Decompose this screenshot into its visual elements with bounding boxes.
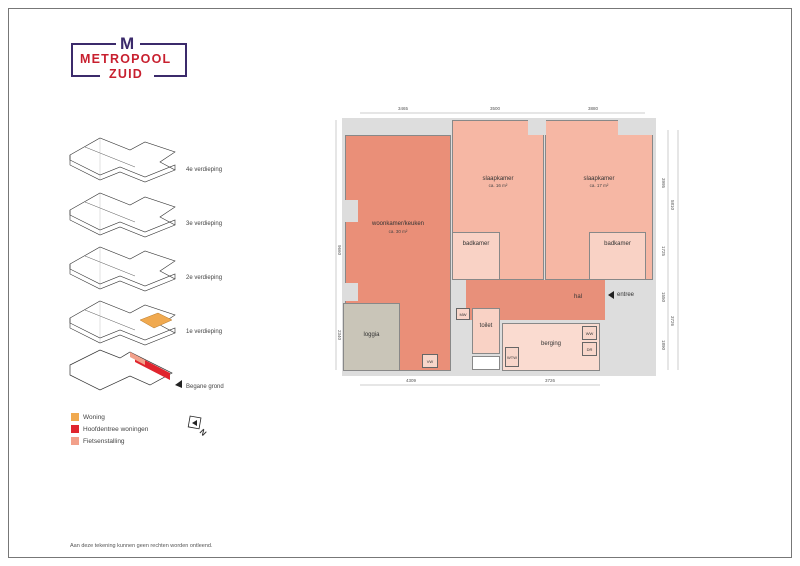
dimension-label: 3880 (588, 106, 599, 111)
disclaimer: Aan deze tekening kunnen geen rechten wo… (70, 543, 213, 549)
floor-label: 4e verdieping (186, 167, 223, 173)
entrance-arrow-icon (175, 380, 182, 388)
floor-label: 3e verdieping (186, 221, 223, 227)
dimension-lines (335, 112, 679, 386)
fixture-vw: VW (422, 354, 438, 368)
legend-item-woning: Woning (71, 413, 105, 421)
metropool-zuid-logo: M METROPOOL ZUID (70, 34, 188, 84)
page-frame (8, 8, 792, 558)
compass-icon: N (186, 414, 208, 438)
floor-label: 1e verdieping (186, 329, 223, 335)
woning-highlight (139, 312, 173, 329)
logo-letter: M (120, 34, 135, 53)
legend-item-hoofdentree: Hoofdentree woningen (71, 425, 148, 433)
dimension-label: 3465 (398, 106, 409, 111)
dimension-label: 3726 (545, 378, 556, 383)
dimension-label: 4309 (406, 378, 417, 383)
fixture-dr: DR (582, 342, 597, 356)
room-toilet: toilet (472, 308, 500, 354)
entrance-arrow-icon (608, 291, 614, 299)
logo-line1: METROPOOL (80, 52, 172, 66)
fixture-mw: MW (456, 308, 470, 320)
floor-label: 2e verdieping (186, 275, 223, 281)
room-badkamer-1: badkamer (452, 232, 500, 280)
dimension-label: 3500 (490, 106, 501, 111)
legend-item-fietsenstalling: Fietsenstalling (71, 437, 125, 445)
floor-plan: woonkamer/keuken ca. 30 m² slaapkamer ca… (342, 118, 656, 376)
floor-label: Begane grond (186, 384, 224, 390)
logo-line2: ZUID (109, 67, 143, 81)
isometric-building-stack (69, 137, 182, 391)
room-badkamer-2: badkamer (589, 232, 646, 280)
fixture-ww: WW (582, 326, 597, 340)
room-loggia: loggia (343, 303, 400, 371)
entrance-marker: entree (608, 291, 634, 299)
fixture-wtw: WTW (505, 347, 519, 367)
